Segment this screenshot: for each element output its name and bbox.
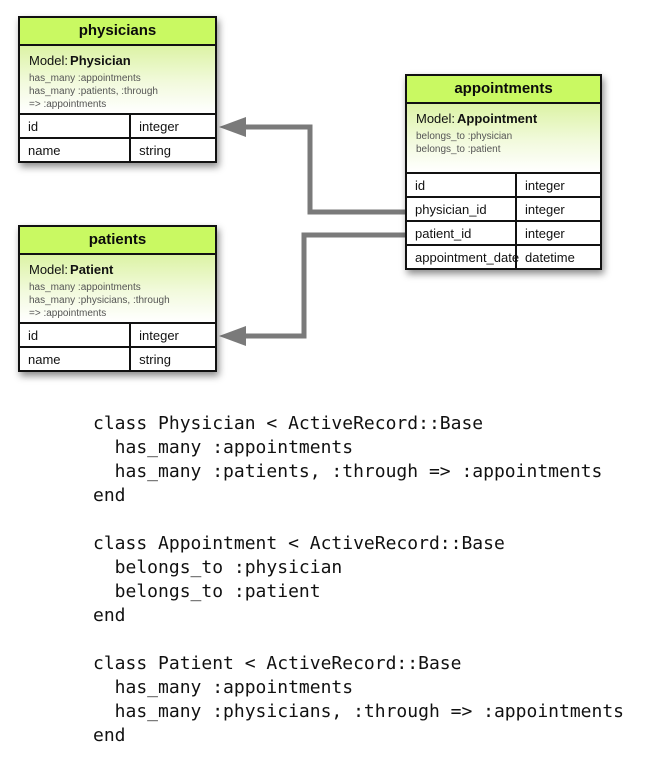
association-line: has_many :patients, :through — [29, 86, 158, 97]
table-row: id integer — [20, 115, 215, 139]
arrowhead-physicians-icon — [219, 117, 246, 137]
column-type: integer — [525, 201, 565, 217]
table-physicians-model-section: Model:Physician has_many :appointments h… — [20, 46, 215, 115]
table-row: id integer — [407, 174, 600, 198]
column-type: string — [139, 351, 171, 367]
association-line: => :appointments — [29, 99, 107, 110]
table-row: appointment_date datetime — [407, 246, 600, 268]
table-appointments-rows: id integer physician_id integer patient_… — [407, 174, 600, 268]
column-name: id — [20, 115, 132, 137]
model-name: Physician — [70, 53, 131, 68]
column-name: physician_id — [407, 198, 517, 220]
model-label: Model: — [29, 53, 69, 68]
model-name: Patient — [70, 262, 114, 277]
association-line: has_many :physicians, :through — [29, 295, 170, 306]
code-appointment-class: class Appointment < ActiveRecord::Base b… — [93, 533, 505, 626]
arrowhead-patients-icon — [219, 326, 246, 346]
model-line: Model:Appointment — [416, 111, 591, 126]
table-appointments-title: appointments — [407, 76, 600, 104]
association-line: => :appointments — [29, 308, 107, 319]
table-row: name string — [20, 348, 215, 370]
association-line: has_many :appointments — [29, 282, 141, 293]
arrow-physician-id-line — [244, 124, 410, 215]
model-name: Appointment — [457, 111, 538, 126]
table-physicians-title: physicians — [20, 18, 215, 46]
table-patients-model-section: Model:Patient has_many :appointments has… — [20, 255, 215, 324]
table-row: physician_id integer — [407, 198, 600, 222]
arrow-patient-id-line — [244, 232, 410, 339]
table-appointments-model-section: Model:Appointment belongs_to :physician … — [407, 104, 600, 174]
code-physician-class: class Physician < ActiveRecord::Base has… — [93, 413, 603, 506]
model-line: Model:Patient — [29, 262, 206, 277]
column-name: id — [407, 174, 517, 196]
column-name: name — [20, 139, 132, 161]
table-appointments: appointments Model:Appointment belongs_t… — [405, 74, 602, 270]
column-type: integer — [525, 177, 565, 193]
column-type: integer — [525, 225, 565, 241]
association-line: has_many :appointments — [29, 73, 141, 84]
association-line: belongs_to :physician — [416, 131, 513, 142]
model-line: Model:Physician — [29, 53, 206, 68]
table-patients-title: patients — [20, 227, 215, 255]
column-type: string — [139, 142, 171, 158]
table-physicians-rows: id integer name string — [20, 115, 215, 161]
table-row: id integer — [20, 324, 215, 348]
table-row: patient_id integer — [407, 222, 600, 246]
column-name: name — [20, 348, 132, 370]
code-patient-class: class Patient < ActiveRecord::Base has_m… — [93, 653, 625, 746]
column-type: integer — [139, 327, 179, 343]
table-patients: patients Model:Patient has_many :appoint… — [18, 225, 217, 372]
table-physicians: physicians Model:Physician has_many :app… — [18, 16, 217, 163]
column-name: id — [20, 324, 132, 346]
column-type: datetime — [525, 249, 575, 265]
column-name: appointment_date — [407, 246, 519, 268]
table-patients-rows: id integer name string — [20, 324, 215, 370]
association-line: belongs_to :patient — [416, 144, 501, 155]
model-label: Model: — [29, 262, 69, 277]
column-name: patient_id — [407, 222, 517, 244]
model-label: Model: — [416, 111, 456, 126]
column-type: integer — [139, 118, 179, 134]
table-row: name string — [20, 139, 215, 161]
